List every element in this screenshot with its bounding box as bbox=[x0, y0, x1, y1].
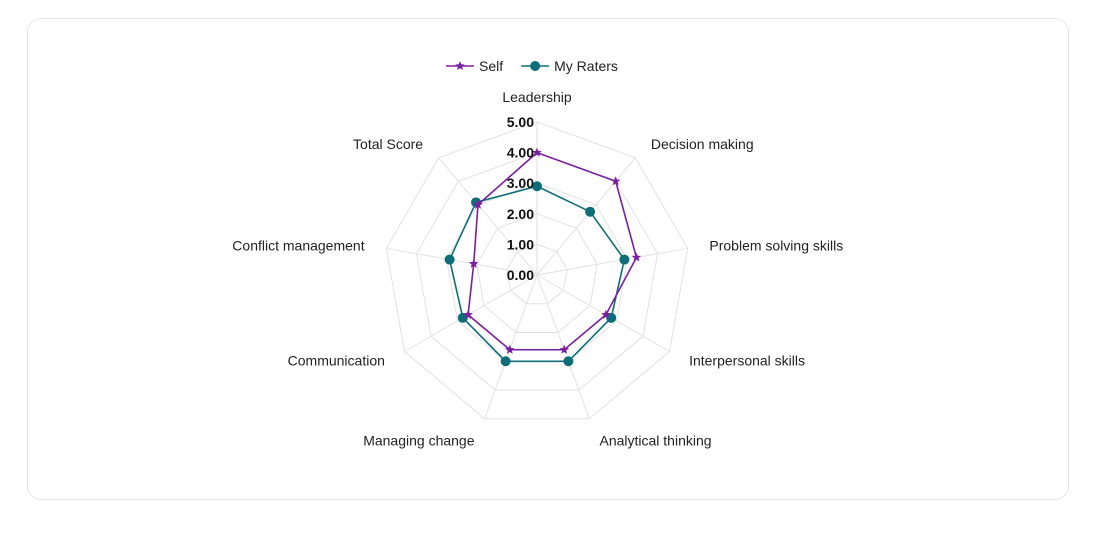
radial-tick-labels: 0.00 1.00 2.00 3.00 4.00 5.00 bbox=[507, 114, 534, 283]
radar-series bbox=[444, 147, 642, 367]
tick-label: 1.00 bbox=[507, 236, 534, 252]
data-point-self[interactable] bbox=[468, 258, 479, 268]
data-point-my-raters[interactable] bbox=[532, 181, 542, 192]
series-self bbox=[463, 147, 642, 354]
data-point-my-raters[interactable] bbox=[563, 356, 574, 367]
legend-item-my-raters[interactable]: My Raters bbox=[521, 58, 618, 74]
chart-card bbox=[27, 18, 1069, 500]
data-point-self[interactable] bbox=[610, 176, 621, 186]
data-point-self[interactable] bbox=[601, 309, 611, 319]
tick-label: 4.00 bbox=[507, 145, 534, 161]
data-point-self[interactable] bbox=[631, 252, 642, 262]
grid-ring bbox=[385, 121, 689, 420]
legend-label: Self bbox=[479, 58, 503, 74]
tick-label: 0.00 bbox=[507, 267, 534, 283]
legend-marker[interactable] bbox=[530, 61, 541, 71]
series-line-self bbox=[467, 151, 638, 351]
legend-item-self[interactable]: Self bbox=[446, 58, 503, 74]
data-point-my-raters[interactable] bbox=[500, 356, 511, 367]
data-point-my-raters[interactable] bbox=[619, 254, 630, 265]
data-point-self[interactable] bbox=[505, 344, 515, 354]
category-label: Managing change bbox=[363, 433, 475, 449]
data-point-self[interactable] bbox=[559, 344, 569, 354]
category-label: Total Score bbox=[353, 136, 423, 152]
data-point-self[interactable] bbox=[463, 309, 473, 319]
data-point-my-raters[interactable] bbox=[457, 312, 468, 323]
tick-label: 2.00 bbox=[507, 206, 534, 222]
tick-label: 3.00 bbox=[507, 175, 534, 191]
axis-spoke bbox=[484, 274, 538, 419]
category-label: Conflict management bbox=[232, 237, 364, 253]
axis-spoke bbox=[386, 247, 538, 276]
data-point-my-raters[interactable] bbox=[585, 206, 596, 217]
radar-grid bbox=[385, 121, 689, 420]
category-label: Problem solving skills bbox=[709, 237, 843, 253]
legend[interactable]: Self My Raters bbox=[446, 58, 618, 74]
axis-spoke bbox=[536, 157, 636, 276]
grid-ring bbox=[415, 152, 659, 391]
grid-ring bbox=[476, 213, 598, 334]
data-point-self[interactable] bbox=[532, 147, 542, 157]
grid-ring bbox=[506, 243, 568, 305]
axis-spoke bbox=[536, 274, 590, 419]
tick-label: 5.00 bbox=[507, 114, 534, 130]
category-label: Leadership bbox=[502, 89, 571, 105]
axis-spoke bbox=[536, 247, 688, 276]
category-label: Analytical thinking bbox=[599, 433, 711, 449]
series-my-raters bbox=[444, 181, 630, 367]
legend-label: My Raters bbox=[554, 58, 618, 74]
data-point-self[interactable] bbox=[473, 199, 483, 209]
legend-marker[interactable] bbox=[455, 61, 465, 71]
category-label: Communication bbox=[288, 353, 385, 369]
data-point-my-raters[interactable] bbox=[444, 254, 455, 265]
series-line-my-raters bbox=[448, 185, 626, 363]
data-point-my-raters[interactable] bbox=[606, 312, 617, 323]
category-label: Interpersonal skills bbox=[689, 353, 805, 369]
axis-spoke bbox=[438, 157, 538, 276]
category-label: Decision making bbox=[651, 136, 754, 152]
